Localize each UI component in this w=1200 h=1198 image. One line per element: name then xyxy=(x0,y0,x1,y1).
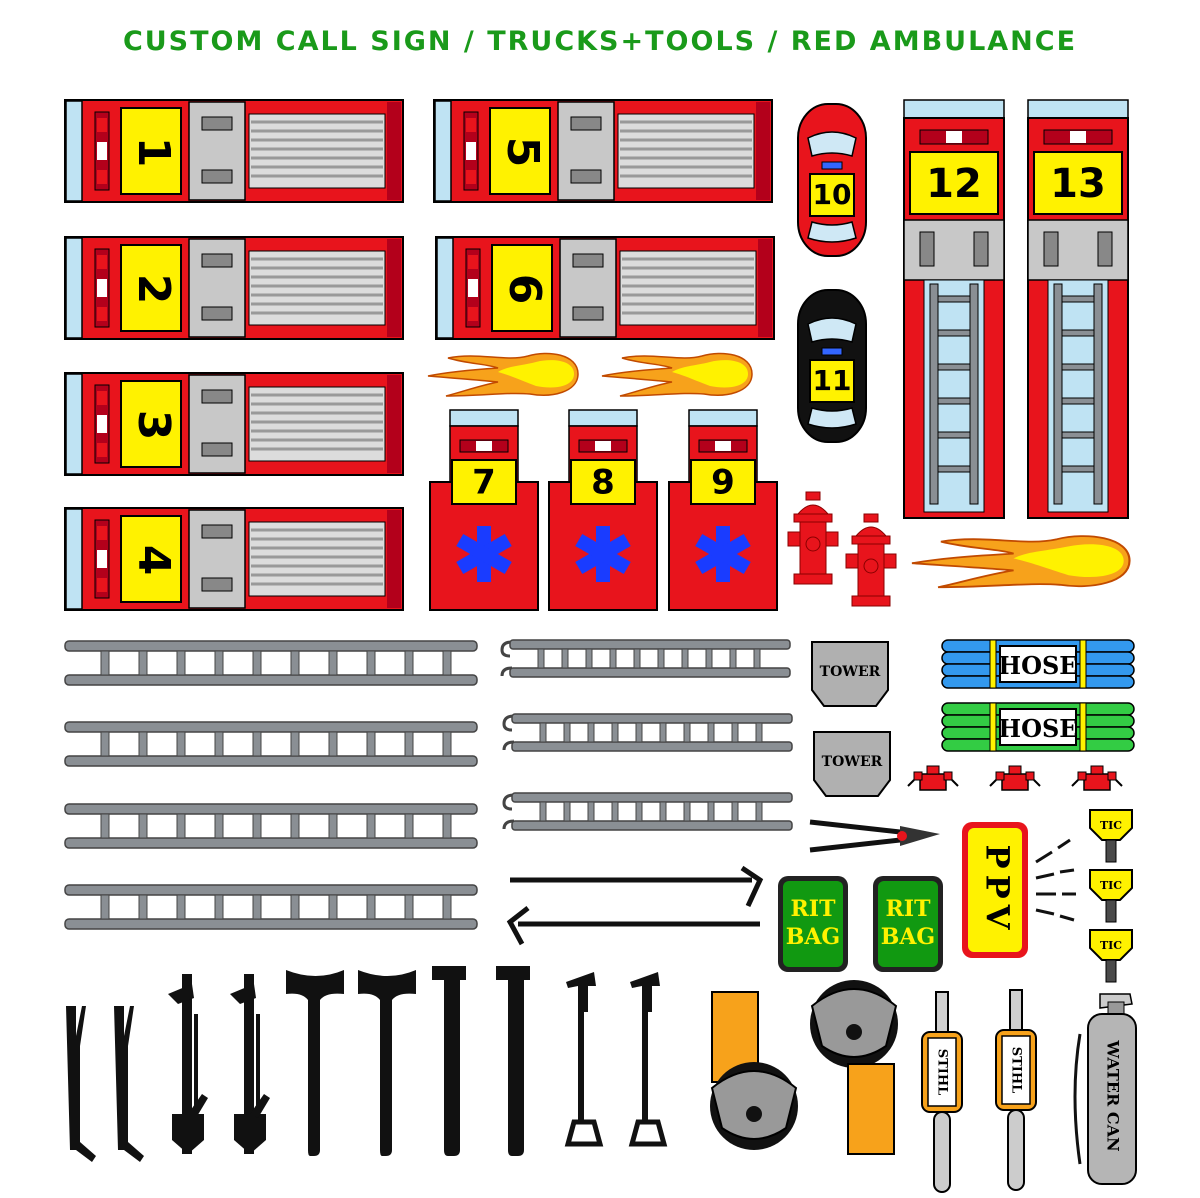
tic-label: TIC xyxy=(1100,939,1122,952)
car-number: 11 xyxy=(813,364,852,397)
engine-2: 2 xyxy=(63,235,405,341)
tower-label: TOWER xyxy=(820,664,881,680)
engine-number: 3 xyxy=(128,410,179,441)
ambulance-number: 8 xyxy=(591,463,615,503)
fireball-icon xyxy=(910,535,1131,589)
axe-icon xyxy=(358,970,416,1156)
tower-label: TOWER xyxy=(822,754,883,770)
ambulance-7: 7 xyxy=(429,409,539,611)
engine-1: 1 xyxy=(63,98,405,204)
ladder-icon xyxy=(64,803,478,849)
ladder-icon xyxy=(502,712,794,753)
car-11: 11 xyxy=(797,289,867,443)
chainsaw-label: STIHL xyxy=(1009,1047,1024,1094)
ppv-label: PPV xyxy=(979,845,1017,936)
tower-badge: TOWER xyxy=(813,731,891,797)
rit-bag: RIT BAG xyxy=(778,876,848,972)
tic-camera: TIC xyxy=(1089,809,1133,863)
rit-bag: RIT BAG xyxy=(873,876,943,972)
engine-number: 5 xyxy=(497,137,548,168)
engine-6: 6 xyxy=(434,235,776,341)
circular-saw-icon xyxy=(809,979,899,1155)
tic-label: TIC xyxy=(1100,819,1122,832)
pike-pole-icon xyxy=(510,865,764,908)
tic-camera: TIC xyxy=(1089,869,1133,923)
hydrant-icon xyxy=(787,491,839,585)
fireball-icon xyxy=(427,352,579,397)
rit-label: BAG xyxy=(786,924,840,950)
pike-pole-icon xyxy=(506,906,760,946)
engine-number: 2 xyxy=(128,274,179,305)
hook-tool-icon xyxy=(496,966,530,1156)
hose-label: HOSE xyxy=(998,651,1077,680)
fireball-icon xyxy=(601,352,753,397)
chainsaw-icon: STIHL xyxy=(995,989,1037,1191)
circular-saw-icon xyxy=(709,991,799,1151)
engine-5: 5 xyxy=(432,98,774,204)
ambulance-9: 9 xyxy=(668,409,778,611)
ladder-truck-number: 13 xyxy=(1050,161,1106,207)
scba-mask-icon xyxy=(907,765,959,791)
page-title: CUSTOM CALL SIGN / TRUCKS+TOOLS / RED AM… xyxy=(122,26,1078,57)
tic-label: TIC xyxy=(1100,879,1122,892)
axe-icon xyxy=(286,970,344,1156)
ambulance-number: 7 xyxy=(472,463,496,503)
rit-label: BAG xyxy=(881,924,935,950)
ladder-icon xyxy=(502,791,794,832)
engine-4: 4 xyxy=(63,506,405,612)
water-can-label: WATER CAN xyxy=(1104,1039,1123,1151)
pike-pole-icon xyxy=(630,972,664,1144)
scba-mask-icon xyxy=(989,765,1041,791)
ladder-icon xyxy=(64,640,478,686)
engine-3: 3 xyxy=(63,371,405,477)
rit-label: RIT xyxy=(791,896,837,922)
scba-mask-icon xyxy=(1071,765,1123,791)
engine-number: 1 xyxy=(128,137,179,168)
fire-extinguisher-icon: WATER CAN xyxy=(1073,993,1137,1185)
rit-label: RIT xyxy=(886,896,932,922)
ladder-icon xyxy=(64,884,478,930)
chainsaw-label: STIHL xyxy=(935,1049,950,1096)
irons-icon xyxy=(168,974,208,1154)
hook-tool-icon xyxy=(432,966,466,1156)
ppv-fan: PPV xyxy=(962,822,1076,958)
hydrant-icon xyxy=(845,513,897,607)
ambulance-number: 9 xyxy=(711,463,735,503)
ladder-truck-12: 12 xyxy=(903,99,1005,519)
tic-camera: TIC xyxy=(1089,929,1133,983)
car-number: 10 xyxy=(813,178,852,211)
hose-label: HOSE xyxy=(998,714,1077,743)
irons-icon xyxy=(230,974,270,1154)
car-10: 10 xyxy=(797,103,867,257)
bolt-cutter-icon xyxy=(809,819,940,853)
ladder-truck-13: 13 xyxy=(1027,99,1129,519)
engine-number: 4 xyxy=(128,545,179,576)
chainsaw-icon: STIHL xyxy=(921,991,963,1193)
ambulance-8: 8 xyxy=(548,409,658,611)
ladder-icon xyxy=(500,638,792,679)
ladder-truck-number: 12 xyxy=(926,161,982,207)
halligan-icon xyxy=(66,1006,96,1162)
hose-bundle-green: HOSE xyxy=(941,702,1135,752)
tower-badge: TOWER xyxy=(811,641,889,707)
engine-number: 6 xyxy=(499,274,550,305)
pike-pole-icon xyxy=(566,972,600,1144)
ladder-icon xyxy=(64,721,478,767)
halligan-icon xyxy=(114,1006,144,1162)
hose-bundle-blue: HOSE xyxy=(941,639,1135,689)
